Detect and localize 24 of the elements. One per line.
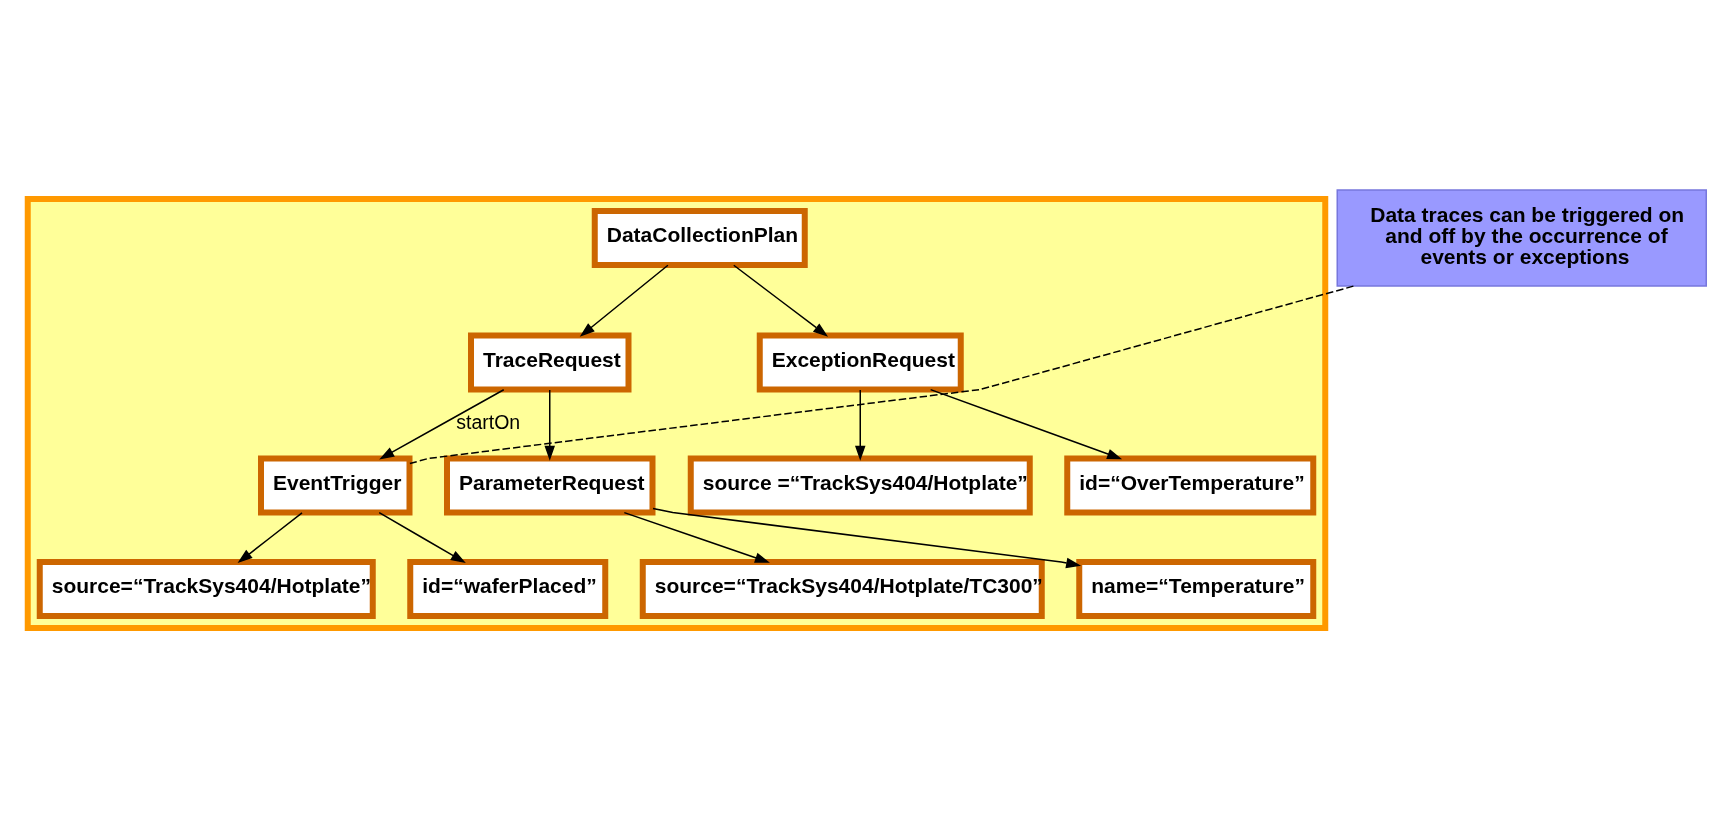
connector [409, 284, 1355, 464]
node-box: source =“TrackSys404/Hotplate” [687, 455, 1033, 515]
arrow [929, 388, 1123, 459]
node-box: id=“waferPlaced” [407, 558, 609, 619]
arrow [544, 388, 555, 461]
node-box: TraceRequest [468, 332, 632, 392]
arrow [379, 388, 505, 459]
arrow [855, 388, 866, 461]
node-box: ParameterRequest [444, 455, 656, 515]
node-box: id=“OverTemperature” [1064, 455, 1317, 515]
node-box: ExceptionRequest [756, 332, 964, 392]
arrow [652, 507, 1082, 568]
node-box: name=“Temperature” [1076, 558, 1317, 619]
node-box: Data traces can be triggered on and off by the occurrence of events or exceptions [1336, 188, 1707, 287]
arrow [237, 511, 303, 563]
cluster [24, 195, 1329, 631]
node-box: DataCollectionPlan [591, 207, 808, 268]
arrow [733, 264, 829, 337]
node-box: EventTrigger [258, 455, 413, 515]
arrow [623, 511, 770, 563]
arrow [579, 264, 669, 337]
arrow [378, 511, 466, 563]
edge-label: startOn [456, 410, 521, 433]
node-box: source=“TrackSys404/Hotplate” [36, 558, 376, 619]
